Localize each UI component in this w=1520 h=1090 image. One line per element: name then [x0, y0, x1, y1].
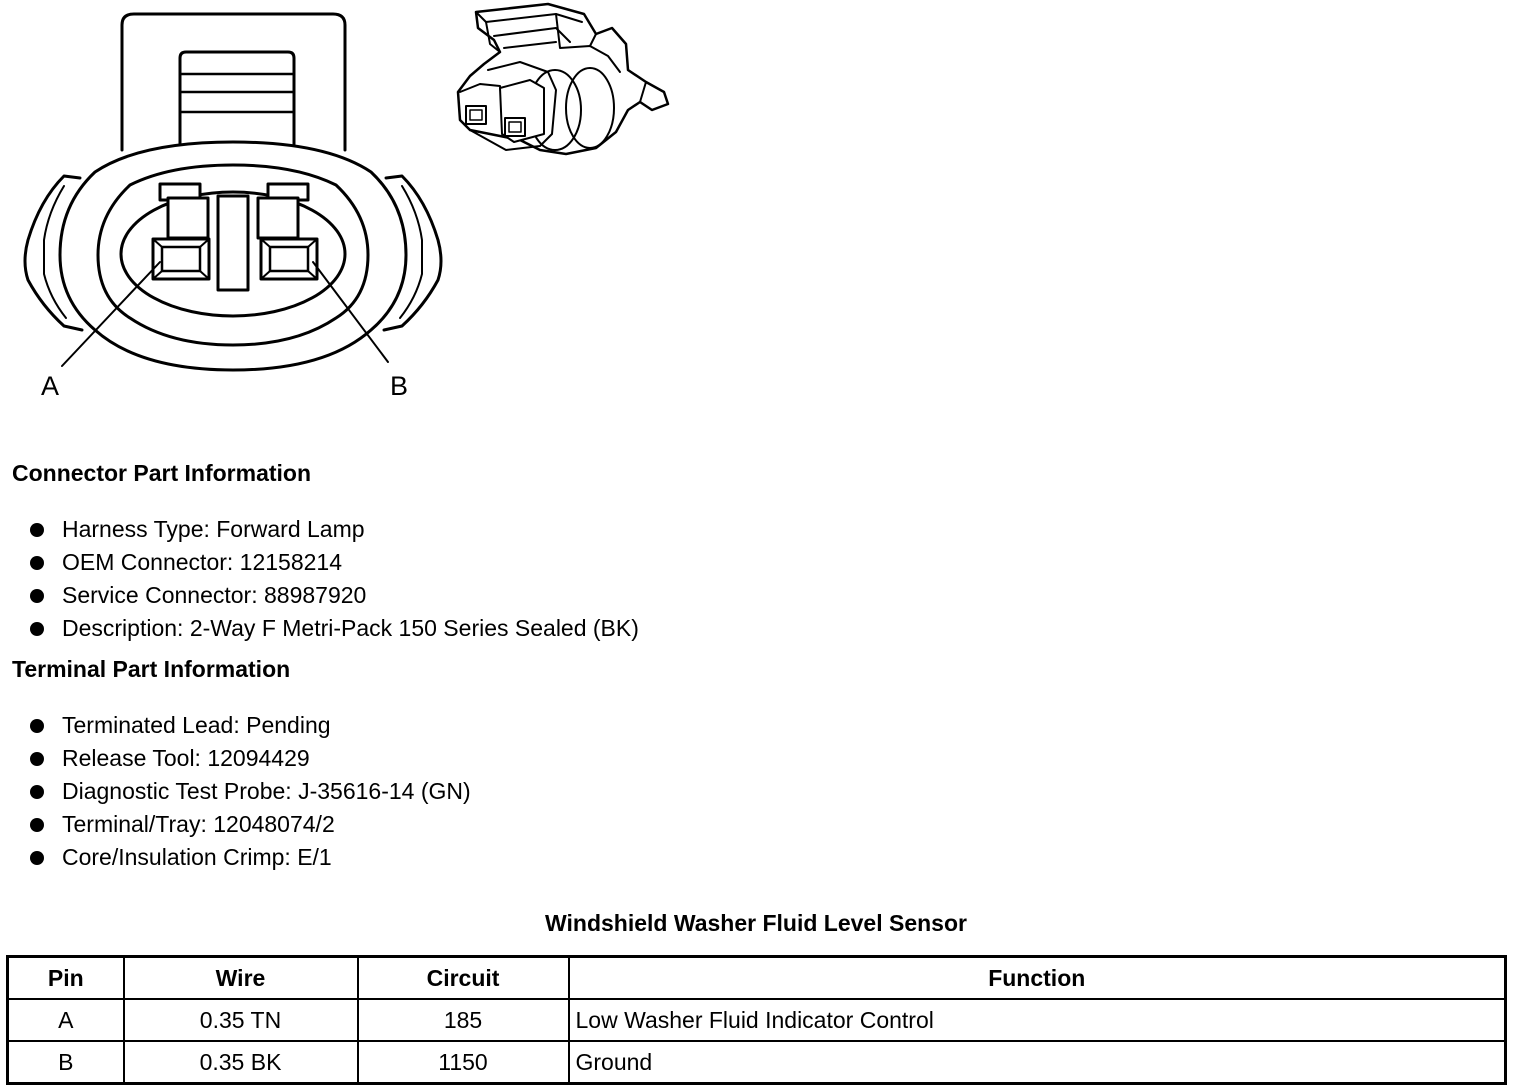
- cell-circuit: 1150: [356, 1040, 570, 1085]
- table-row: B 0.35 BK 1150 Ground: [6, 1040, 1507, 1085]
- cell-wire: 0.35 BK: [122, 1040, 359, 1085]
- list-item-text: Terminal/Tray: 12048074/2: [62, 811, 335, 837]
- pin-label-b: B: [390, 371, 408, 401]
- connector-info-list: Harness Type: Forward Lamp OEM Connector…: [28, 513, 639, 645]
- table-header-row: Pin Wire Circuit Function: [6, 955, 1507, 1000]
- connector-info-title: Connector Part Information: [12, 460, 312, 486]
- terminal-info-title: Terminal Part Information: [12, 656, 291, 682]
- cell-function: Low Washer Fluid Indicator Control: [567, 998, 1507, 1042]
- bullet-icon: [30, 719, 44, 733]
- list-item-text: Diagnostic Test Probe: J-35616-14 (GN): [62, 778, 471, 804]
- list-item-text: Terminated Lead: Pending: [62, 712, 331, 738]
- list-item-text: Harness Type: Forward Lamp: [62, 516, 365, 542]
- bullet-icon: [30, 752, 44, 766]
- pin-label-a: A: [41, 371, 59, 401]
- column-header-function: Function: [567, 955, 1507, 1000]
- connector-diagram: A B: [23, 2, 670, 401]
- cell-pin: A: [6, 998, 125, 1042]
- list-item-text: Service Connector: 88987920: [62, 582, 367, 608]
- table-title: Windshield Washer Fluid Level Sensor: [545, 910, 967, 936]
- list-item-text: Core/Insulation Crimp: E/1: [62, 844, 332, 870]
- bullet-icon: [30, 818, 44, 832]
- list-item-text: Description: 2-Way F Metri-Pack 150 Seri…: [62, 615, 639, 641]
- table-row: A 0.35 TN 185 Low Washer Fluid Indicator…: [6, 998, 1507, 1042]
- connector-isometric-view: [456, 2, 670, 156]
- bullet-icon: [30, 589, 44, 603]
- bullet-icon: [30, 523, 44, 537]
- bullet-icon: [30, 622, 44, 636]
- list-item: Terminated Lead: Pending: [28, 709, 471, 742]
- cell-wire: 0.35 TN: [122, 998, 359, 1042]
- list-item: Release Tool: 12094429: [28, 742, 471, 775]
- bullet-icon: [30, 785, 44, 799]
- cell-function: Ground: [567, 1040, 1507, 1085]
- list-item: Terminal/Tray: 12048074/2: [28, 808, 471, 841]
- list-item: OEM Connector: 12158214: [28, 546, 639, 579]
- cell-pin: B: [6, 1040, 125, 1085]
- list-item: Service Connector: 88987920: [28, 579, 639, 612]
- bullet-icon: [30, 556, 44, 570]
- column-header-circuit: Circuit: [356, 955, 570, 1000]
- column-header-wire: Wire: [122, 955, 359, 1000]
- list-item-text: Release Tool: 12094429: [62, 745, 310, 771]
- bullet-icon: [30, 851, 44, 865]
- column-header-pin: Pin: [6, 955, 125, 1000]
- list-item: Diagnostic Test Probe: J-35616-14 (GN): [28, 775, 471, 808]
- list-item: Core/Insulation Crimp: E/1: [28, 841, 471, 874]
- list-item: Description: 2-Way F Metri-Pack 150 Seri…: [28, 612, 639, 645]
- list-item-text: OEM Connector: 12158214: [62, 549, 343, 575]
- terminal-info-list: Terminated Lead: Pending Release Tool: 1…: [28, 709, 471, 874]
- cell-circuit: 185: [356, 998, 570, 1042]
- connector-face-view: [23, 12, 443, 372]
- pin-table: Pin Wire Circuit Function A 0.35 TN 185 …: [6, 955, 1507, 1085]
- list-item: Harness Type: Forward Lamp: [28, 513, 639, 546]
